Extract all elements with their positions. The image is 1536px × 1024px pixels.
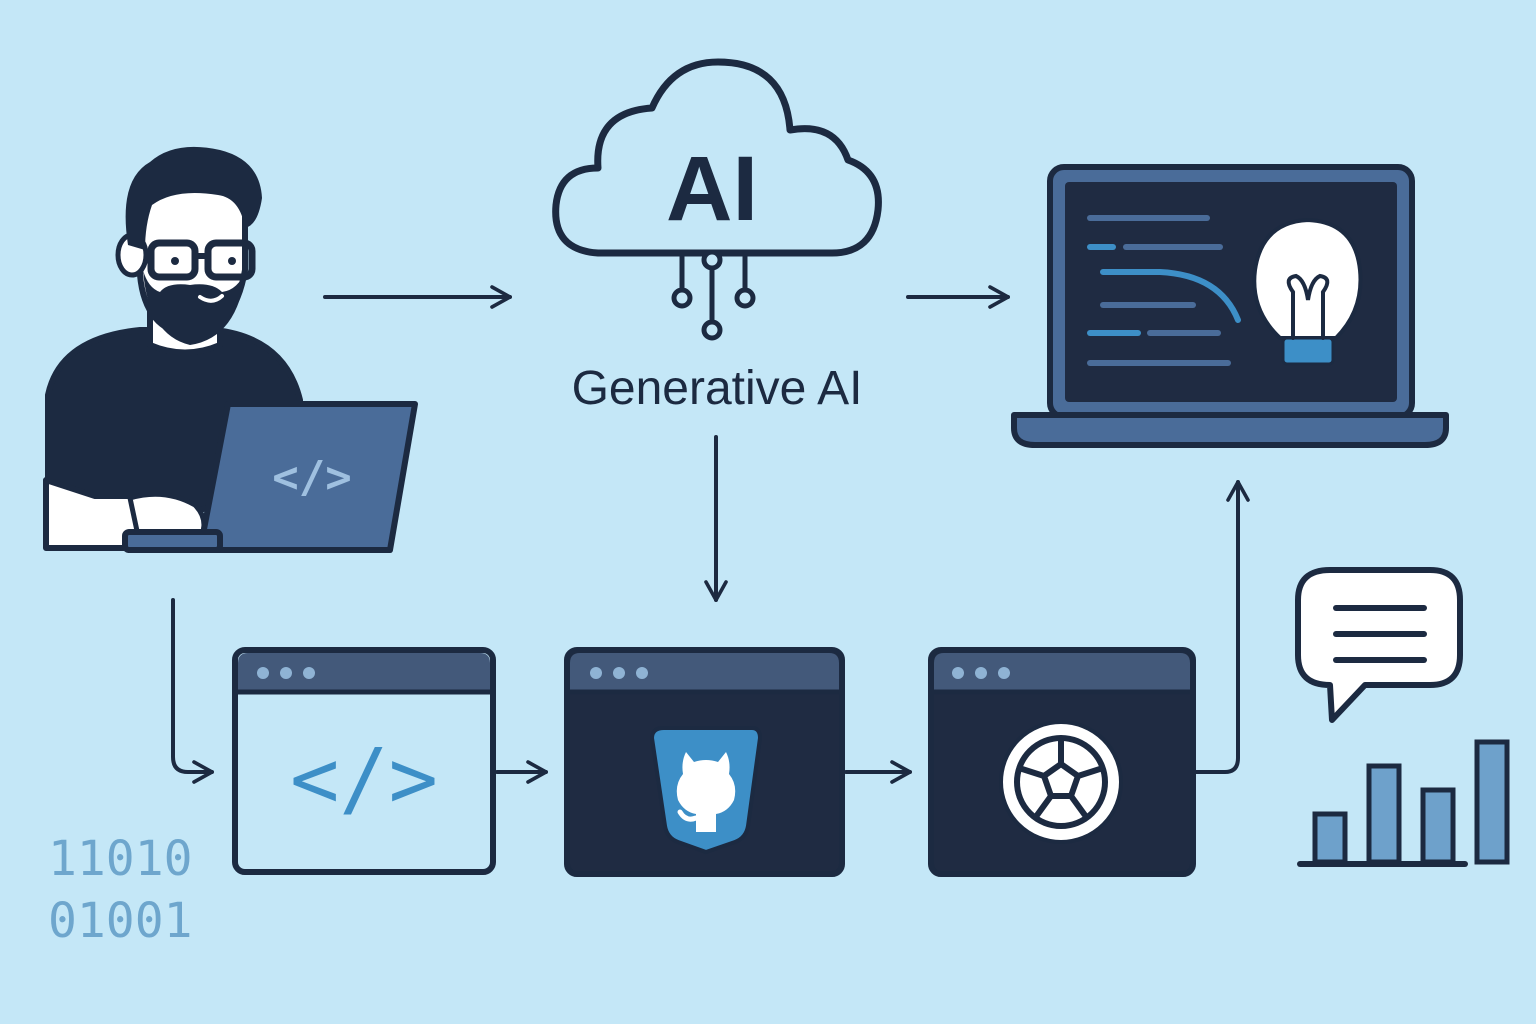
window-dot <box>998 667 1010 679</box>
developer-figure <box>43 146 303 551</box>
window-dot <box>975 667 987 679</box>
code-brackets-icon: </> <box>290 732 438 827</box>
cloud-caption: Generative AI <box>572 362 863 415</box>
developer-laptop: </> <box>122 401 418 553</box>
flow-arrows <box>171 285 1250 784</box>
github-octocat-icon <box>649 726 763 855</box>
binary-line-2: 01001 <box>48 893 193 949</box>
soccer-ball-like-icon <box>999 720 1123 844</box>
window-dot <box>303 667 315 679</box>
window-dot <box>636 667 648 679</box>
arrow-model-to-laptop <box>1194 480 1250 774</box>
binary-line-1: 11010 <box>48 831 193 887</box>
window-dot <box>257 667 269 679</box>
chart-bar <box>1366 763 1402 865</box>
code-editor-window: </> <box>232 647 496 875</box>
screen-code-lines <box>1087 215 1241 366</box>
chart-bar <box>1420 787 1456 865</box>
ai-logo-text: AI <box>666 138 758 240</box>
speech-bubble-icon <box>1295 567 1463 723</box>
chart-bar <box>1474 739 1510 865</box>
lightbulb-icon <box>1252 217 1363 366</box>
window-dot <box>590 667 602 679</box>
github-window <box>564 647 845 877</box>
window-dot <box>280 667 292 679</box>
model-window <box>928 647 1196 877</box>
window-dot <box>952 667 964 679</box>
arrow-dev-to-code <box>171 598 214 784</box>
result-laptop <box>1011 164 1449 448</box>
mini-bar-chart <box>1297 739 1510 867</box>
chart-bar <box>1312 811 1348 865</box>
ai-cloud-icon: AI <box>552 58 882 341</box>
window-dot <box>613 667 625 679</box>
laptop-code-icon: </> <box>272 452 351 503</box>
